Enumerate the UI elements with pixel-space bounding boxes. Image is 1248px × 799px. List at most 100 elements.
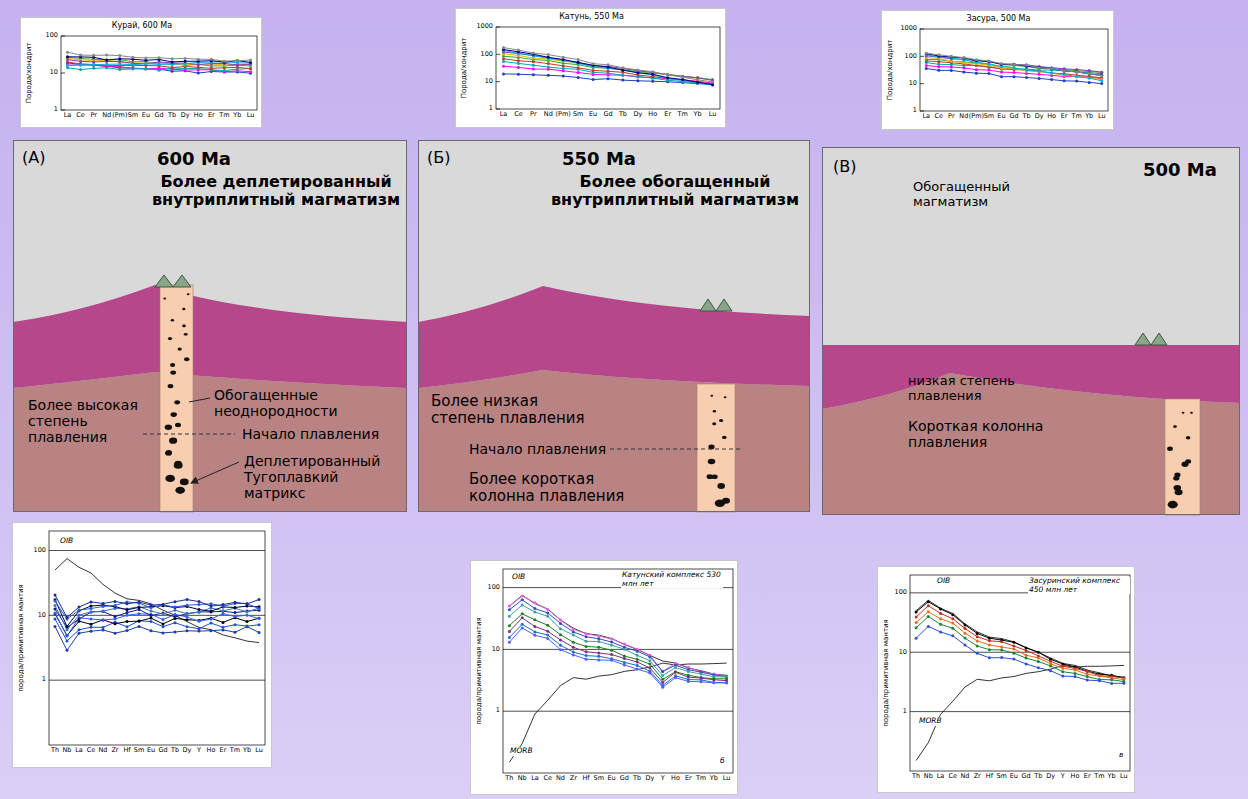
- data-marker: [78, 632, 81, 635]
- data-marker: [1000, 646, 1003, 649]
- data-marker: [572, 641, 575, 644]
- element-label: La: [75, 747, 83, 754]
- data-marker: [925, 52, 928, 55]
- data-marker: [988, 643, 991, 646]
- data-line: [55, 559, 259, 643]
- heterogeneity-dot: [722, 498, 730, 504]
- data-marker: [648, 655, 651, 658]
- heterogeneity-dot: [182, 325, 186, 328]
- mantle: [418, 370, 810, 512]
- data-marker: [610, 641, 613, 644]
- data-marker: [79, 63, 82, 66]
- data-marker: [517, 73, 520, 76]
- data-marker: [621, 74, 624, 77]
- data-marker: [939, 617, 942, 620]
- data-marker: [1037, 656, 1040, 659]
- volcano: [700, 299, 716, 311]
- heterogeneity-dot: [169, 438, 177, 444]
- data-marker: [915, 616, 918, 619]
- data-marker: [1025, 76, 1028, 79]
- data-marker: [1061, 667, 1064, 670]
- data-marker: [138, 625, 141, 628]
- data-marker: [585, 645, 588, 648]
- data-marker: [210, 617, 213, 620]
- data-line: [926, 66, 1101, 79]
- data-marker: [158, 63, 161, 66]
- data-line: [926, 61, 1101, 78]
- data-marker: [171, 66, 174, 69]
- element-label: Zr: [570, 775, 577, 782]
- chart-annotation: OIB: [59, 537, 74, 546]
- data-marker: [258, 617, 261, 620]
- data-marker: [962, 61, 965, 64]
- data-marker: [533, 601, 536, 604]
- data-marker: [102, 618, 105, 621]
- data-marker: [521, 626, 524, 629]
- data-line: [68, 62, 251, 66]
- heterogeneity-dot: [182, 308, 185, 310]
- heterogeneity-dot: [165, 425, 172, 430]
- data-marker: [915, 637, 918, 640]
- data-marker: [1088, 81, 1091, 84]
- heterogeneity-dot: [1173, 425, 1177, 428]
- element-label: Ce: [543, 775, 552, 782]
- data-marker: [577, 66, 580, 69]
- data-marker: [105, 58, 108, 61]
- element-label: Ho: [671, 775, 680, 782]
- data-marker: [126, 611, 129, 614]
- data-marker: [105, 54, 108, 57]
- data-line: [509, 628, 726, 687]
- data-marker: [144, 62, 147, 65]
- data-marker: [976, 639, 979, 642]
- data-marker: [951, 617, 954, 620]
- data-marker: [925, 64, 928, 67]
- data-marker: [975, 72, 978, 75]
- data-marker: [1063, 74, 1066, 77]
- element-label: Tb: [168, 112, 176, 119]
- data-marker: [962, 56, 965, 59]
- data-marker: [597, 646, 600, 649]
- data-marker: [502, 65, 505, 68]
- data-line: [916, 602, 1124, 678]
- data-marker: [186, 612, 189, 615]
- data-marker: [562, 67, 565, 70]
- data-marker: [79, 64, 82, 67]
- heterogeneity-dot: [717, 483, 725, 489]
- data-marker: [666, 77, 669, 80]
- tick-label: 10: [38, 612, 46, 619]
- data-marker: [1000, 62, 1003, 65]
- data-marker: [184, 60, 187, 63]
- data-marker: [1050, 67, 1053, 70]
- data-marker: [1088, 77, 1091, 80]
- data-marker: [696, 81, 699, 84]
- data-marker: [1100, 82, 1103, 85]
- data-marker: [592, 69, 595, 72]
- element-label: Ho: [1071, 773, 1080, 780]
- data-line: [926, 59, 1101, 72]
- data-marker: [1063, 69, 1066, 72]
- data-marker: [648, 667, 651, 670]
- data-marker: [547, 56, 550, 59]
- data-marker: [607, 77, 610, 80]
- data-marker: [597, 652, 600, 655]
- data-marker: [521, 594, 524, 597]
- data-marker: [105, 63, 108, 66]
- data-marker: [532, 52, 535, 55]
- data-marker: [1025, 69, 1028, 72]
- data-marker: [559, 638, 562, 641]
- data-marker: [234, 607, 237, 610]
- section-label: Более короткая колонна плавления: [469, 471, 639, 506]
- element-label: Tm: [1094, 773, 1104, 780]
- data-marker: [1000, 640, 1003, 643]
- data-marker: [174, 613, 177, 616]
- element-label: Ce: [514, 111, 523, 118]
- data-line: [926, 56, 1101, 72]
- data-marker: [964, 632, 967, 635]
- data-marker: [546, 637, 549, 640]
- data-marker: [577, 71, 580, 74]
- data-marker: [508, 636, 511, 639]
- data-marker: [975, 68, 978, 71]
- data-marker: [198, 627, 201, 630]
- data-marker: [186, 629, 189, 632]
- volcano: [1135, 333, 1151, 345]
